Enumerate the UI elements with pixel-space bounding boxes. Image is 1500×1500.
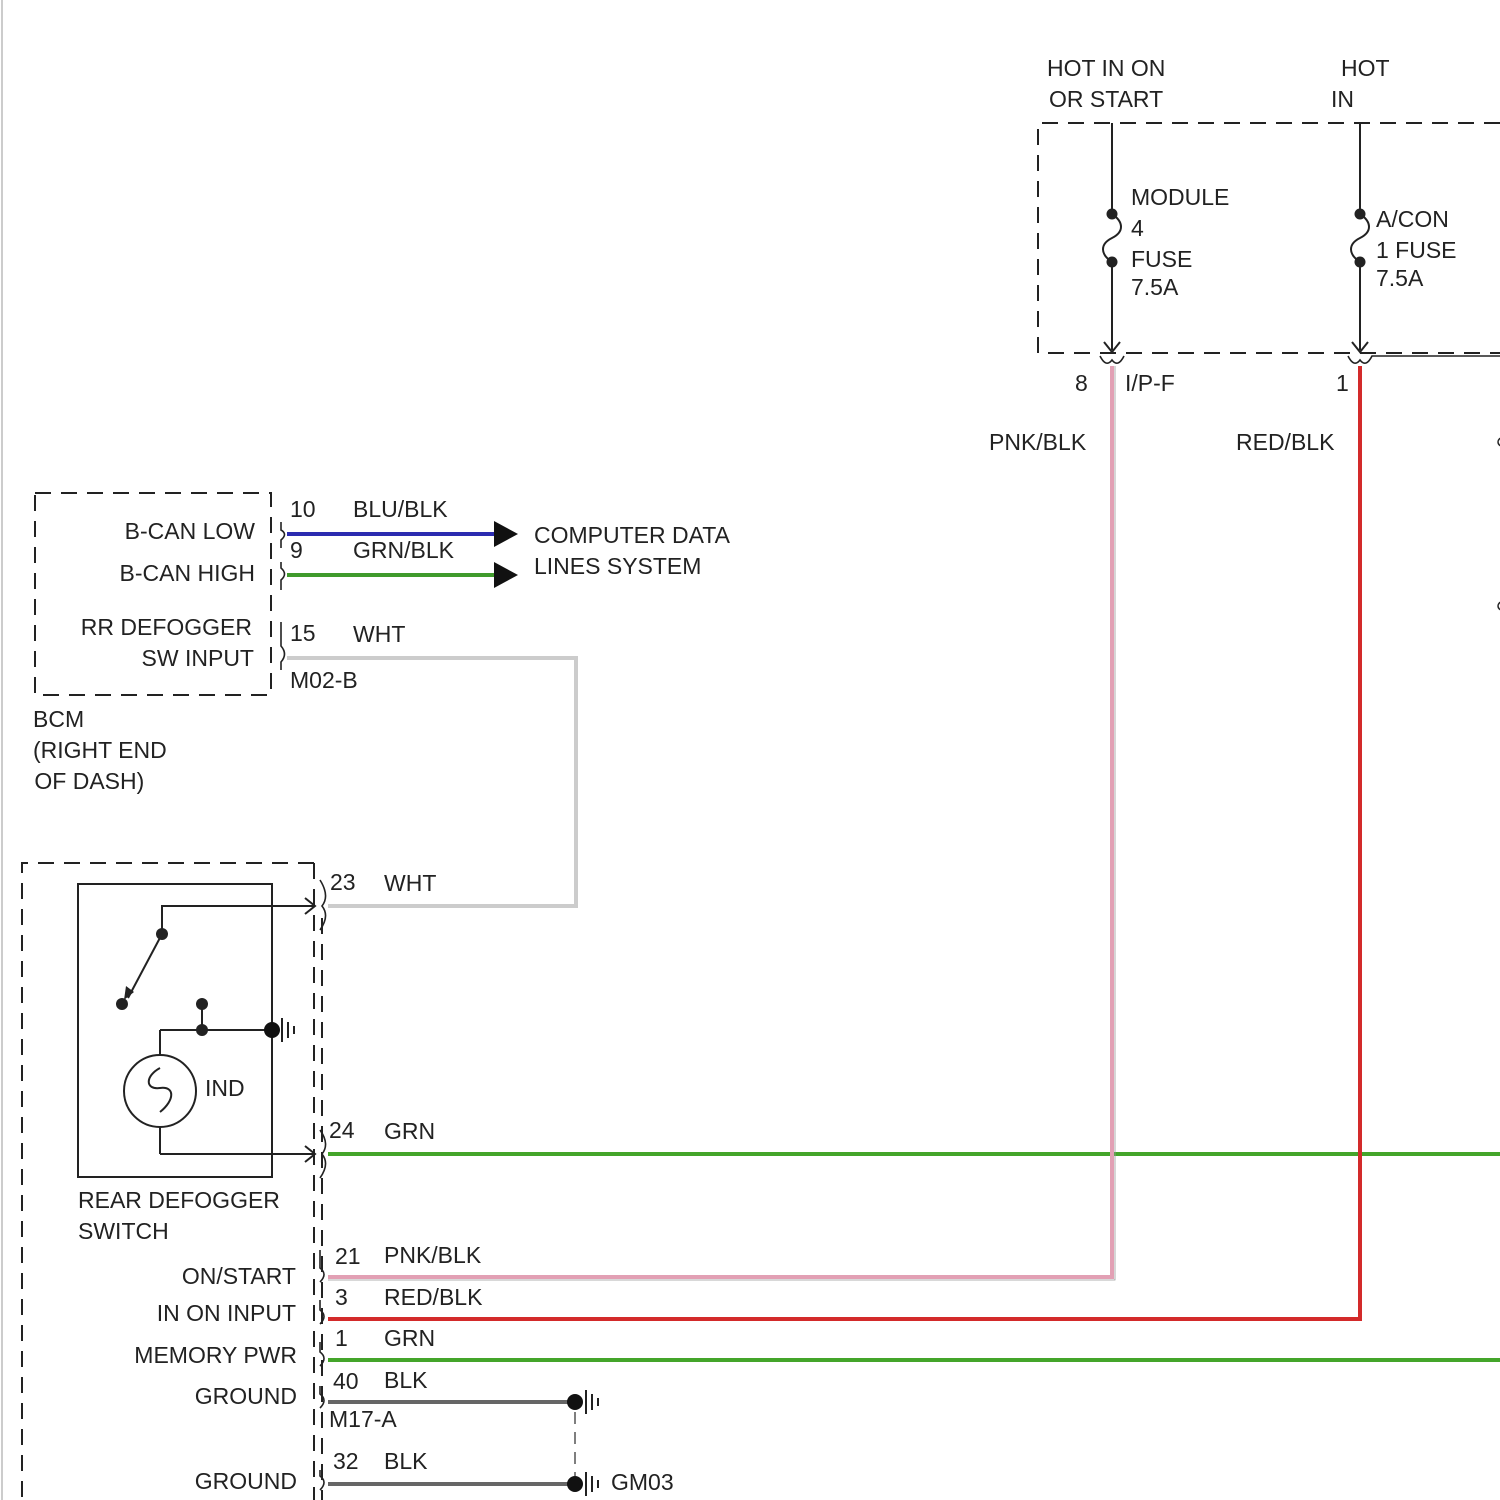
connector-ipf-label: I/P-F bbox=[1125, 370, 1175, 396]
switch-pin-3: 3 bbox=[335, 1284, 348, 1310]
fuse-1-label-line3: FUSE bbox=[1131, 246, 1192, 272]
fuse-1-label-line2: 4 bbox=[1131, 215, 1144, 241]
switch-wire-24-label: GRN bbox=[384, 1118, 435, 1144]
switch-name-line2: SWITCH bbox=[78, 1218, 169, 1244]
connector-ipf-icon-2 bbox=[1348, 356, 1500, 363]
bcm-pin-10: 10 bbox=[290, 496, 316, 522]
fuse-1-element-icon bbox=[1103, 214, 1121, 262]
hot-label-2-line1: HOT bbox=[1341, 55, 1390, 81]
switch-name-line1: REAR DEFOGGER bbox=[78, 1187, 280, 1213]
ground-gm03-icon bbox=[586, 1472, 598, 1496]
wire-red-blk bbox=[328, 366, 1360, 1319]
switch-pin-40: 40 bbox=[333, 1368, 359, 1394]
pin-1-label: 1 bbox=[1336, 370, 1349, 396]
switch-wire-21-label: PNK/BLK bbox=[384, 1242, 482, 1268]
ground-node-40 bbox=[567, 1394, 583, 1410]
switch-wire-40-label: BLK bbox=[384, 1367, 428, 1393]
switch-pin-23: 23 bbox=[330, 869, 356, 895]
bcm-connector-label: M02-B bbox=[290, 667, 358, 693]
switch-ground-node bbox=[264, 1022, 280, 1038]
switch-pin-32: 32 bbox=[333, 1448, 359, 1474]
switch-wire-1-label: GRN bbox=[384, 1325, 435, 1351]
data-line-arrow-low-icon bbox=[494, 521, 518, 547]
hot-label-1-line2: OR START bbox=[1049, 86, 1163, 112]
switch-pin-1: 1 bbox=[335, 1325, 348, 1351]
switch-ground-icon bbox=[282, 1018, 294, 1042]
ground-node-32 bbox=[567, 1476, 583, 1492]
wire-red-blk-label: RED/BLK bbox=[1236, 429, 1335, 455]
switch-wire-32-label: BLK bbox=[384, 1448, 428, 1474]
hot-label-2-line2: IN bbox=[1331, 86, 1354, 112]
bcm-label-b-can-low: B-CAN LOW bbox=[125, 518, 256, 544]
lamp-filament-icon bbox=[149, 1068, 172, 1112]
switch-pin-21: 21 bbox=[335, 1243, 361, 1269]
fuse-block: HOT IN ON OR START HOT IN MODULE 4 FUSE … bbox=[989, 55, 1500, 455]
pin-8-label: 8 bbox=[1075, 370, 1088, 396]
switch-pin-24: 24 bbox=[329, 1117, 355, 1143]
data-lines-label-line2: LINES SYSTEM bbox=[534, 553, 701, 579]
bcm-name-line3: OF DASH) bbox=[28, 768, 144, 794]
fuse-2-label-line1: A/CON bbox=[1376, 206, 1449, 232]
bcm-wire-9-label: GRN/BLK bbox=[353, 537, 455, 563]
bcm-label-b-can-high: B-CAN HIGH bbox=[120, 560, 255, 586]
switch-label-in-on-input: IN ON INPUT bbox=[157, 1300, 296, 1326]
switch-blade bbox=[128, 934, 162, 998]
switch-label-on-start: ON/START bbox=[182, 1263, 296, 1289]
ground-point-label: GM03 bbox=[611, 1469, 674, 1495]
ind-label: IND bbox=[205, 1075, 245, 1101]
fuse-2-label-line2: 1 FUSE bbox=[1376, 237, 1457, 263]
switch-contact-wire bbox=[162, 906, 315, 934]
bcm-wire-15-label: WHT bbox=[353, 621, 405, 647]
bcm-name-line2: (RIGHT END bbox=[33, 737, 167, 763]
fuse-2-element-icon bbox=[1351, 214, 1369, 262]
switch-contact-open bbox=[116, 998, 128, 1010]
bcm-name-line1: BCM bbox=[33, 706, 84, 732]
bcm-label-sw-input: SW INPUT bbox=[142, 645, 254, 671]
ground-40-icon bbox=[586, 1390, 598, 1414]
switch-label-ground-2: GROUND bbox=[195, 1468, 297, 1494]
switch-connector-label: M17-A bbox=[329, 1406, 397, 1432]
fuse-1-label-line4: 7.5A bbox=[1131, 274, 1179, 300]
bcm-wire-10-label: BLU/BLK bbox=[353, 496, 448, 522]
data-lines-label-line1: COMPUTER DATA bbox=[534, 522, 731, 548]
fuse-2-label-line3: 7.5A bbox=[1376, 265, 1424, 291]
switch-wire-3-label: RED/BLK bbox=[384, 1284, 483, 1310]
bcm-label-rr-defogger: RR DEFOGGER bbox=[81, 614, 252, 640]
switch-label-ground-1: GROUND bbox=[195, 1383, 297, 1409]
wire-pnk-blk-label: PNK/BLK bbox=[989, 429, 1087, 455]
bcm-connector-icon bbox=[281, 522, 285, 670]
lamp-bulb-icon bbox=[124, 1055, 196, 1127]
hot-label-1-line1: HOT IN ON bbox=[1047, 55, 1165, 81]
bcm-pin-9: 9 bbox=[290, 537, 303, 563]
switch-label-memory-pwr: MEMORY PWR bbox=[134, 1342, 297, 1368]
rear-defogger-switch-module: IND REAR DEFOGGER SWITCH ON/START IN ON … bbox=[22, 863, 483, 1500]
fuse-1-label-line1: MODULE bbox=[1131, 184, 1229, 210]
data-line-arrow-high-icon bbox=[494, 562, 518, 588]
switch-wire-23-label: WHT bbox=[384, 870, 436, 896]
bcm-pin-15: 15 bbox=[290, 620, 316, 646]
connector-ipf-icon bbox=[1100, 356, 1124, 363]
bcm-module: B-CAN LOW B-CAN HIGH RR DEFOGGER SW INPU… bbox=[28, 493, 455, 794]
